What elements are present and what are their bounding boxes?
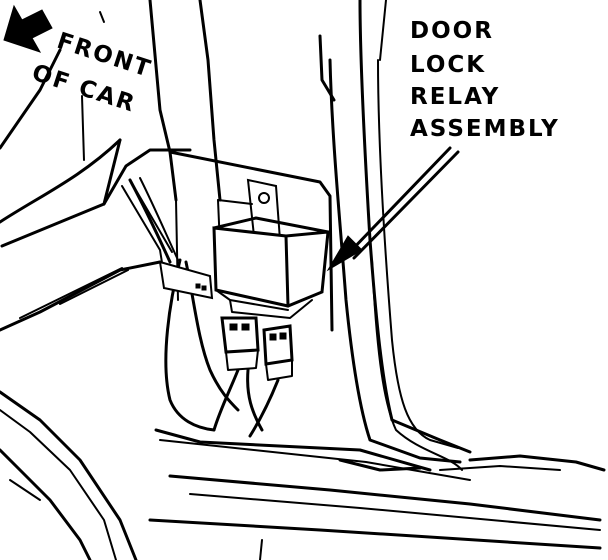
harness-connector-left <box>220 316 260 371</box>
door-jamb <box>318 0 472 464</box>
relay-callout-label: DOOR LOCK RELAY ASSEMBLY <box>410 18 560 142</box>
rocker-panel <box>148 454 606 560</box>
wire-clip <box>158 260 214 300</box>
callout-line3: RELAY <box>410 84 500 110</box>
leader-arrow <box>326 146 460 272</box>
arrow-icon <box>3 4 53 53</box>
callout-line4: ASSEMBLY <box>410 116 560 142</box>
harness-connector-right <box>262 324 294 381</box>
wire-harness <box>128 177 280 438</box>
body-panel-left <box>0 48 192 560</box>
callout-line2: LOCK <box>410 52 486 78</box>
relay-bracket <box>217 178 282 247</box>
jamb-wire <box>371 259 463 471</box>
mounting-panel <box>154 150 471 481</box>
callout-line1: DOOR <box>410 18 494 44</box>
relay-icon <box>212 216 330 319</box>
pillar-left <box>148 0 222 202</box>
label-tick <box>99 11 105 23</box>
